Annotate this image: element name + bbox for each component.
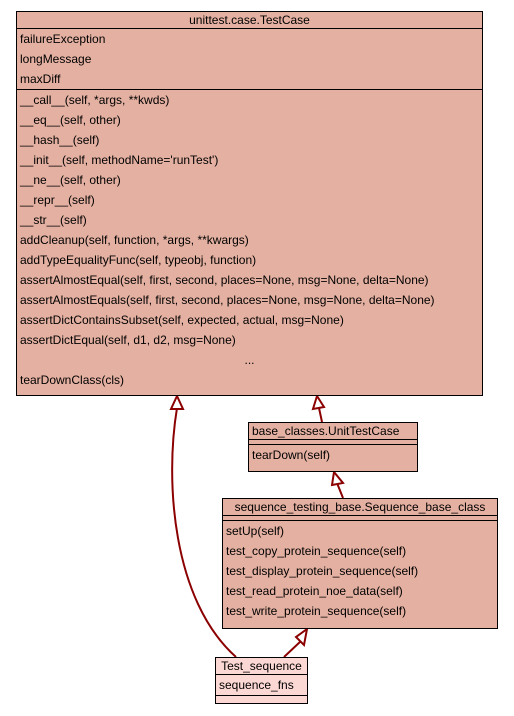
class-unittestcase[interactable]: base_classes.UnitTestCase tearDown(self) [248, 422, 418, 472]
method: addTypeEqualityFunc(self, typeobj, funct… [20, 253, 257, 267]
method: test_read_protein_noe_data(self) [226, 584, 403, 598]
attribute: sequence_fns [219, 678, 294, 692]
methods-ellipsis: ... [244, 353, 255, 367]
class-sequence-base-title: sequence_testing_base.Sequence_base_clas… [223, 499, 497, 516]
method: __init__(self, methodName='runTest') [20, 153, 219, 167]
method: __repr__(self) [20, 193, 95, 207]
method: assertAlmostEquals(self, first, second, … [20, 293, 435, 307]
method: __str__(self) [20, 213, 87, 227]
method: tearDown(self) [252, 448, 331, 462]
class-unittestcase-title: base_classes.UnitTestCase [249, 423, 417, 440]
arrowhead-unittestcase [330, 469, 345, 487]
method: __eq__(self, other) [20, 113, 121, 127]
method: __ne__(self, other) [20, 173, 121, 187]
class-unittestcase-attributes [249, 440, 417, 445]
edge-test-sequence-to-sequence-base [283, 640, 302, 658]
method: __call__(self, *args, **kwds) [20, 93, 170, 107]
class-testcase-attributes: failureException longMessage maxDiff [17, 29, 482, 90]
method: assertDictEqual(self, d1, d2, msg=None) [20, 333, 236, 347]
edge-sequence-base-to-unittestcase [336, 482, 344, 499]
class-testcase-methods: __call__(self, *args, **kwds) __eq__(sel… [17, 90, 482, 390]
class-sequence-base-methods: setUp(self) test_copy_protein_sequence(s… [223, 521, 497, 621]
method: tearDownClass(cls) [20, 373, 125, 387]
method: assertDictContainsSubset(self, expected,… [20, 313, 344, 327]
class-test-sequence-methods [216, 696, 307, 700]
class-unittestcase-methods: tearDown(self) [249, 445, 417, 465]
arrowhead-testcase-left [169, 393, 185, 410]
class-test-sequence-title: Test_sequence [216, 658, 307, 675]
attribute: failureException [20, 32, 106, 46]
method: test_copy_protein_sequence(self) [226, 544, 407, 558]
method: setUp(self) [226, 524, 285, 538]
method: test_write_protein_sequence(self) [226, 604, 407, 618]
edge-test-sequence-to-testcase [171, 407, 237, 658]
arrowhead-testcase-right [311, 393, 326, 411]
edge-unittestcase-to-testcase [318, 407, 323, 423]
attribute: longMessage [20, 52, 92, 66]
method: __hash__(self) [20, 133, 100, 147]
class-sequence-base-attributes [223, 516, 497, 521]
method: addCleanup(self, function, *args, **kwar… [20, 233, 249, 247]
method: test_display_protein_sequence(self) [226, 564, 419, 578]
class-testcase-title: unittest.case.TestCase [17, 12, 482, 29]
class-testcase[interactable]: unittest.case.TestCase failureException … [16, 11, 483, 396]
arrowhead-sequence-base [294, 626, 309, 648]
attribute: maxDiff [20, 72, 61, 86]
class-test-sequence-attributes: sequence_fns [216, 675, 307, 696]
method: assertAlmostEqual(self, first, second, p… [20, 273, 429, 287]
class-test-sequence[interactable]: Test_sequence sequence_fns [215, 657, 308, 704]
class-sequence-base[interactable]: sequence_testing_base.Sequence_base_clas… [222, 498, 498, 629]
